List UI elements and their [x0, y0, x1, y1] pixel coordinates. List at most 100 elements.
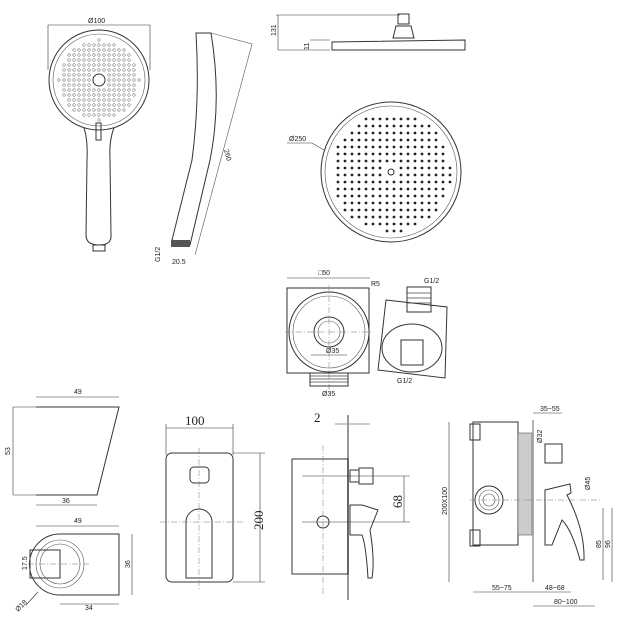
hand-shower-length-label: 260 [222, 149, 232, 162]
nozzle-dot [371, 152, 375, 156]
nozzle-dot [357, 166, 361, 170]
nozzle-dot [62, 63, 66, 67]
wall-elbow-thread-bottom-label: G1/2 [397, 378, 412, 385]
nozzle-dot [122, 48, 126, 52]
nozzle-dot [441, 159, 445, 163]
nozzle-dot [385, 229, 389, 233]
nozzle-dot [420, 215, 424, 219]
nozzle-dot [112, 98, 116, 102]
nozzle-dot [97, 108, 101, 112]
nozzle-dot [343, 180, 347, 184]
nozzle-dot [82, 43, 86, 47]
nozzle-dot [357, 138, 361, 142]
nozzle-dot [62, 73, 66, 77]
nozzle-dot [127, 68, 131, 72]
nozzle-dot [399, 131, 403, 135]
nozzle-dot [357, 201, 361, 205]
nozzle-dot [427, 145, 431, 149]
nozzle-dot [413, 222, 417, 226]
nozzle-dot [117, 58, 121, 62]
nozzle-dot [385, 194, 389, 198]
nozzle-dot [448, 166, 452, 170]
nozzle-dot [122, 68, 126, 72]
nozzle-dot [427, 159, 431, 163]
hand-shower-width-label: Ø100 [88, 18, 105, 25]
nozzle-dot [107, 68, 111, 72]
nozzle-dot [399, 166, 403, 170]
nozzle-dot [77, 88, 81, 92]
nozzle-dot [336, 159, 340, 163]
nozzle-dot [378, 117, 382, 121]
nozzle-dot [97, 48, 101, 52]
nozzle-dot [112, 103, 116, 107]
nozzle-dot [87, 93, 91, 97]
nozzle-dot [441, 194, 445, 198]
nozzle-dot [122, 108, 126, 112]
nozzle-dot [371, 173, 375, 177]
nozzle-dot [385, 124, 389, 128]
nozzle-dot [420, 124, 424, 128]
wall-elbow-size-label: □50 [318, 270, 330, 277]
nozzle-dot [343, 145, 347, 149]
nozzle-dot [112, 83, 116, 87]
nozzle-dot [336, 180, 340, 184]
nozzle-dot [392, 152, 396, 156]
holder-bottom-label: 36 [62, 498, 70, 505]
nozzle-dot [378, 145, 382, 149]
nozzle-dot [392, 124, 396, 128]
nozzle-dot [72, 58, 76, 62]
nozzle-dot [127, 83, 131, 87]
nozzle-dot [357, 173, 361, 177]
nozzle-dot [117, 88, 121, 92]
nozzle-dot [448, 180, 452, 184]
nozzle-dot [112, 108, 116, 112]
nozzle-dot [441, 187, 445, 191]
nozzle-dot [420, 173, 424, 177]
nozzle-dot [378, 187, 382, 191]
nozzle-dot [406, 187, 410, 191]
nozzle-dot [107, 93, 111, 97]
nozzle-dot [406, 138, 410, 142]
nozzle-dot [434, 159, 438, 163]
nozzle-dot [406, 145, 410, 149]
nozzle-dot [87, 78, 91, 82]
nozzle-dot [97, 58, 101, 62]
nozzle-dot [441, 180, 445, 184]
rain-shower-height-label: 131 [271, 24, 278, 36]
nozzle-dot [67, 88, 71, 92]
nozzle-dot [102, 113, 106, 117]
nozzle-dot [378, 201, 382, 205]
nozzle-dot [378, 152, 382, 156]
nozzle-dot [107, 63, 111, 67]
nozzle-dot [413, 194, 417, 198]
nozzle-dot [385, 187, 389, 191]
valve-spacing-label: 68 [390, 495, 405, 508]
nozzle-dot [406, 117, 410, 121]
nozzle-dot [102, 48, 106, 52]
nozzle-dot [102, 98, 106, 102]
nozzle-dot [392, 159, 396, 163]
nozzle-dot [364, 152, 368, 156]
nozzle-dot [107, 73, 111, 77]
nozzle-dot [77, 108, 81, 112]
nozzle-dot [427, 194, 431, 198]
nozzle-dot [413, 180, 417, 184]
nozzle-dot [127, 73, 131, 77]
nozzle-dot [92, 88, 96, 92]
rain-shower-spray-nozzles [336, 117, 452, 233]
nozzle-dot [132, 93, 136, 97]
nozzle-dot [127, 58, 131, 62]
nozzle-dot [97, 113, 101, 117]
nozzle-dot [357, 187, 361, 191]
nozzle-dot [434, 208, 438, 212]
nozzle-dot [127, 98, 131, 102]
nozzle-dot [413, 131, 417, 135]
nozzle-dot [371, 131, 375, 135]
nozzle-dot [107, 98, 111, 102]
nozzle-dot [364, 117, 368, 121]
nozzle-dot [350, 180, 354, 184]
nozzle-dot [364, 222, 368, 226]
nozzle-dot [399, 222, 403, 226]
mixer-depth3-label: 80~100 [554, 599, 578, 606]
